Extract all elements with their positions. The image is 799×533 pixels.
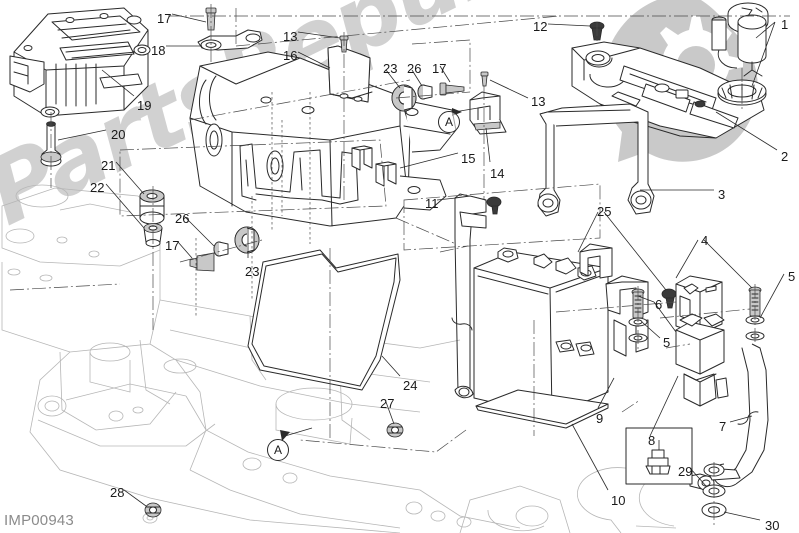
callout-9[interactable]: 9: [596, 411, 604, 426]
callout-18[interactable]: 18: [151, 43, 166, 58]
callout-8[interactable]: 8: [648, 433, 656, 448]
callout-21[interactable]: 21: [101, 158, 116, 173]
callout-7[interactable]: 7: [719, 419, 727, 434]
part-21-22-mounts: [139, 186, 165, 330]
part-3-battery-strap: [537, 103, 655, 217]
part-28-nut: [144, 502, 162, 518]
callout-12[interactable]: 12: [533, 19, 548, 34]
callout-30[interactable]: 30: [765, 518, 780, 533]
callout-27[interactable]: 27: [380, 396, 395, 411]
part-14-bracket: [469, 71, 507, 200]
part-23-26-17-assembly-top: [391, 82, 471, 112]
section-ref-a-bottom[interactable]: A: [267, 439, 289, 461]
part-4-6-relay-solenoid: [659, 275, 761, 407]
callout-6[interactable]: 6: [655, 297, 663, 312]
callout-20[interactable]: 20: [111, 127, 126, 142]
callout-26-top[interactable]: 26: [407, 61, 422, 76]
part-27-nut: [386, 422, 404, 438]
callout-26-lower[interactable]: 26: [175, 211, 190, 226]
callout-28[interactable]: 28: [110, 485, 125, 500]
part-16-u-bracket: [327, 32, 373, 200]
section-ref-a-top[interactable]: A: [438, 111, 460, 133]
callout-17-lower[interactable]: 17: [165, 238, 180, 253]
part-11-negative-cable: [451, 193, 502, 399]
callout-23-top[interactable]: 23: [383, 61, 398, 76]
callout-5-right[interactable]: 5: [788, 269, 796, 284]
part-29-30-terminal: [701, 462, 741, 526]
callout-16[interactable]: 16: [283, 48, 298, 63]
callout-23-lower[interactable]: 23: [245, 264, 260, 279]
leader-lines: [57, 13, 785, 521]
callout-4[interactable]: 4: [701, 233, 709, 248]
part-20-mount: [40, 112, 62, 188]
image-code-label: IMP00943: [4, 512, 74, 529]
callout-25[interactable]: 25: [597, 204, 612, 219]
callout-2[interactable]: 2: [781, 149, 789, 164]
callout-15[interactable]: 15: [461, 151, 476, 166]
callout-17-mid[interactable]: 17: [432, 61, 447, 76]
callout-5-left[interactable]: 5: [663, 335, 671, 350]
part-16-battery-box: [189, 51, 457, 227]
callout-3[interactable]: 3: [718, 187, 726, 202]
callout-22[interactable]: 22: [90, 180, 105, 195]
part-24-floor-panel: [247, 248, 401, 440]
part-7-positive-cable: [689, 343, 769, 491]
callout-14[interactable]: 14: [490, 166, 505, 181]
ecu-module: [9, 7, 151, 118]
callout-11[interactable]: 11: [425, 196, 439, 211]
callout-24[interactable]: 24: [403, 378, 418, 393]
callout-29[interactable]: 29: [678, 464, 693, 479]
callout-13-right[interactable]: 13: [531, 94, 546, 109]
callout-10[interactable]: 10: [611, 493, 626, 508]
frame-ghost: [1, 184, 691, 533]
part-8-fuse-box: [625, 427, 693, 485]
callout-13-top[interactable]: 13: [283, 29, 298, 44]
callout-19[interactable]: 19: [137, 98, 152, 113]
callout-17-top[interactable]: 17: [157, 11, 172, 26]
part-26-23-17-assembly-lower: [179, 226, 263, 272]
part-1-filter-assembly: [711, 2, 769, 112]
part-9-battery: [473, 247, 609, 417]
callout-1[interactable]: 1: [781, 17, 789, 32]
part-10-battery-mat: [475, 320, 609, 436]
